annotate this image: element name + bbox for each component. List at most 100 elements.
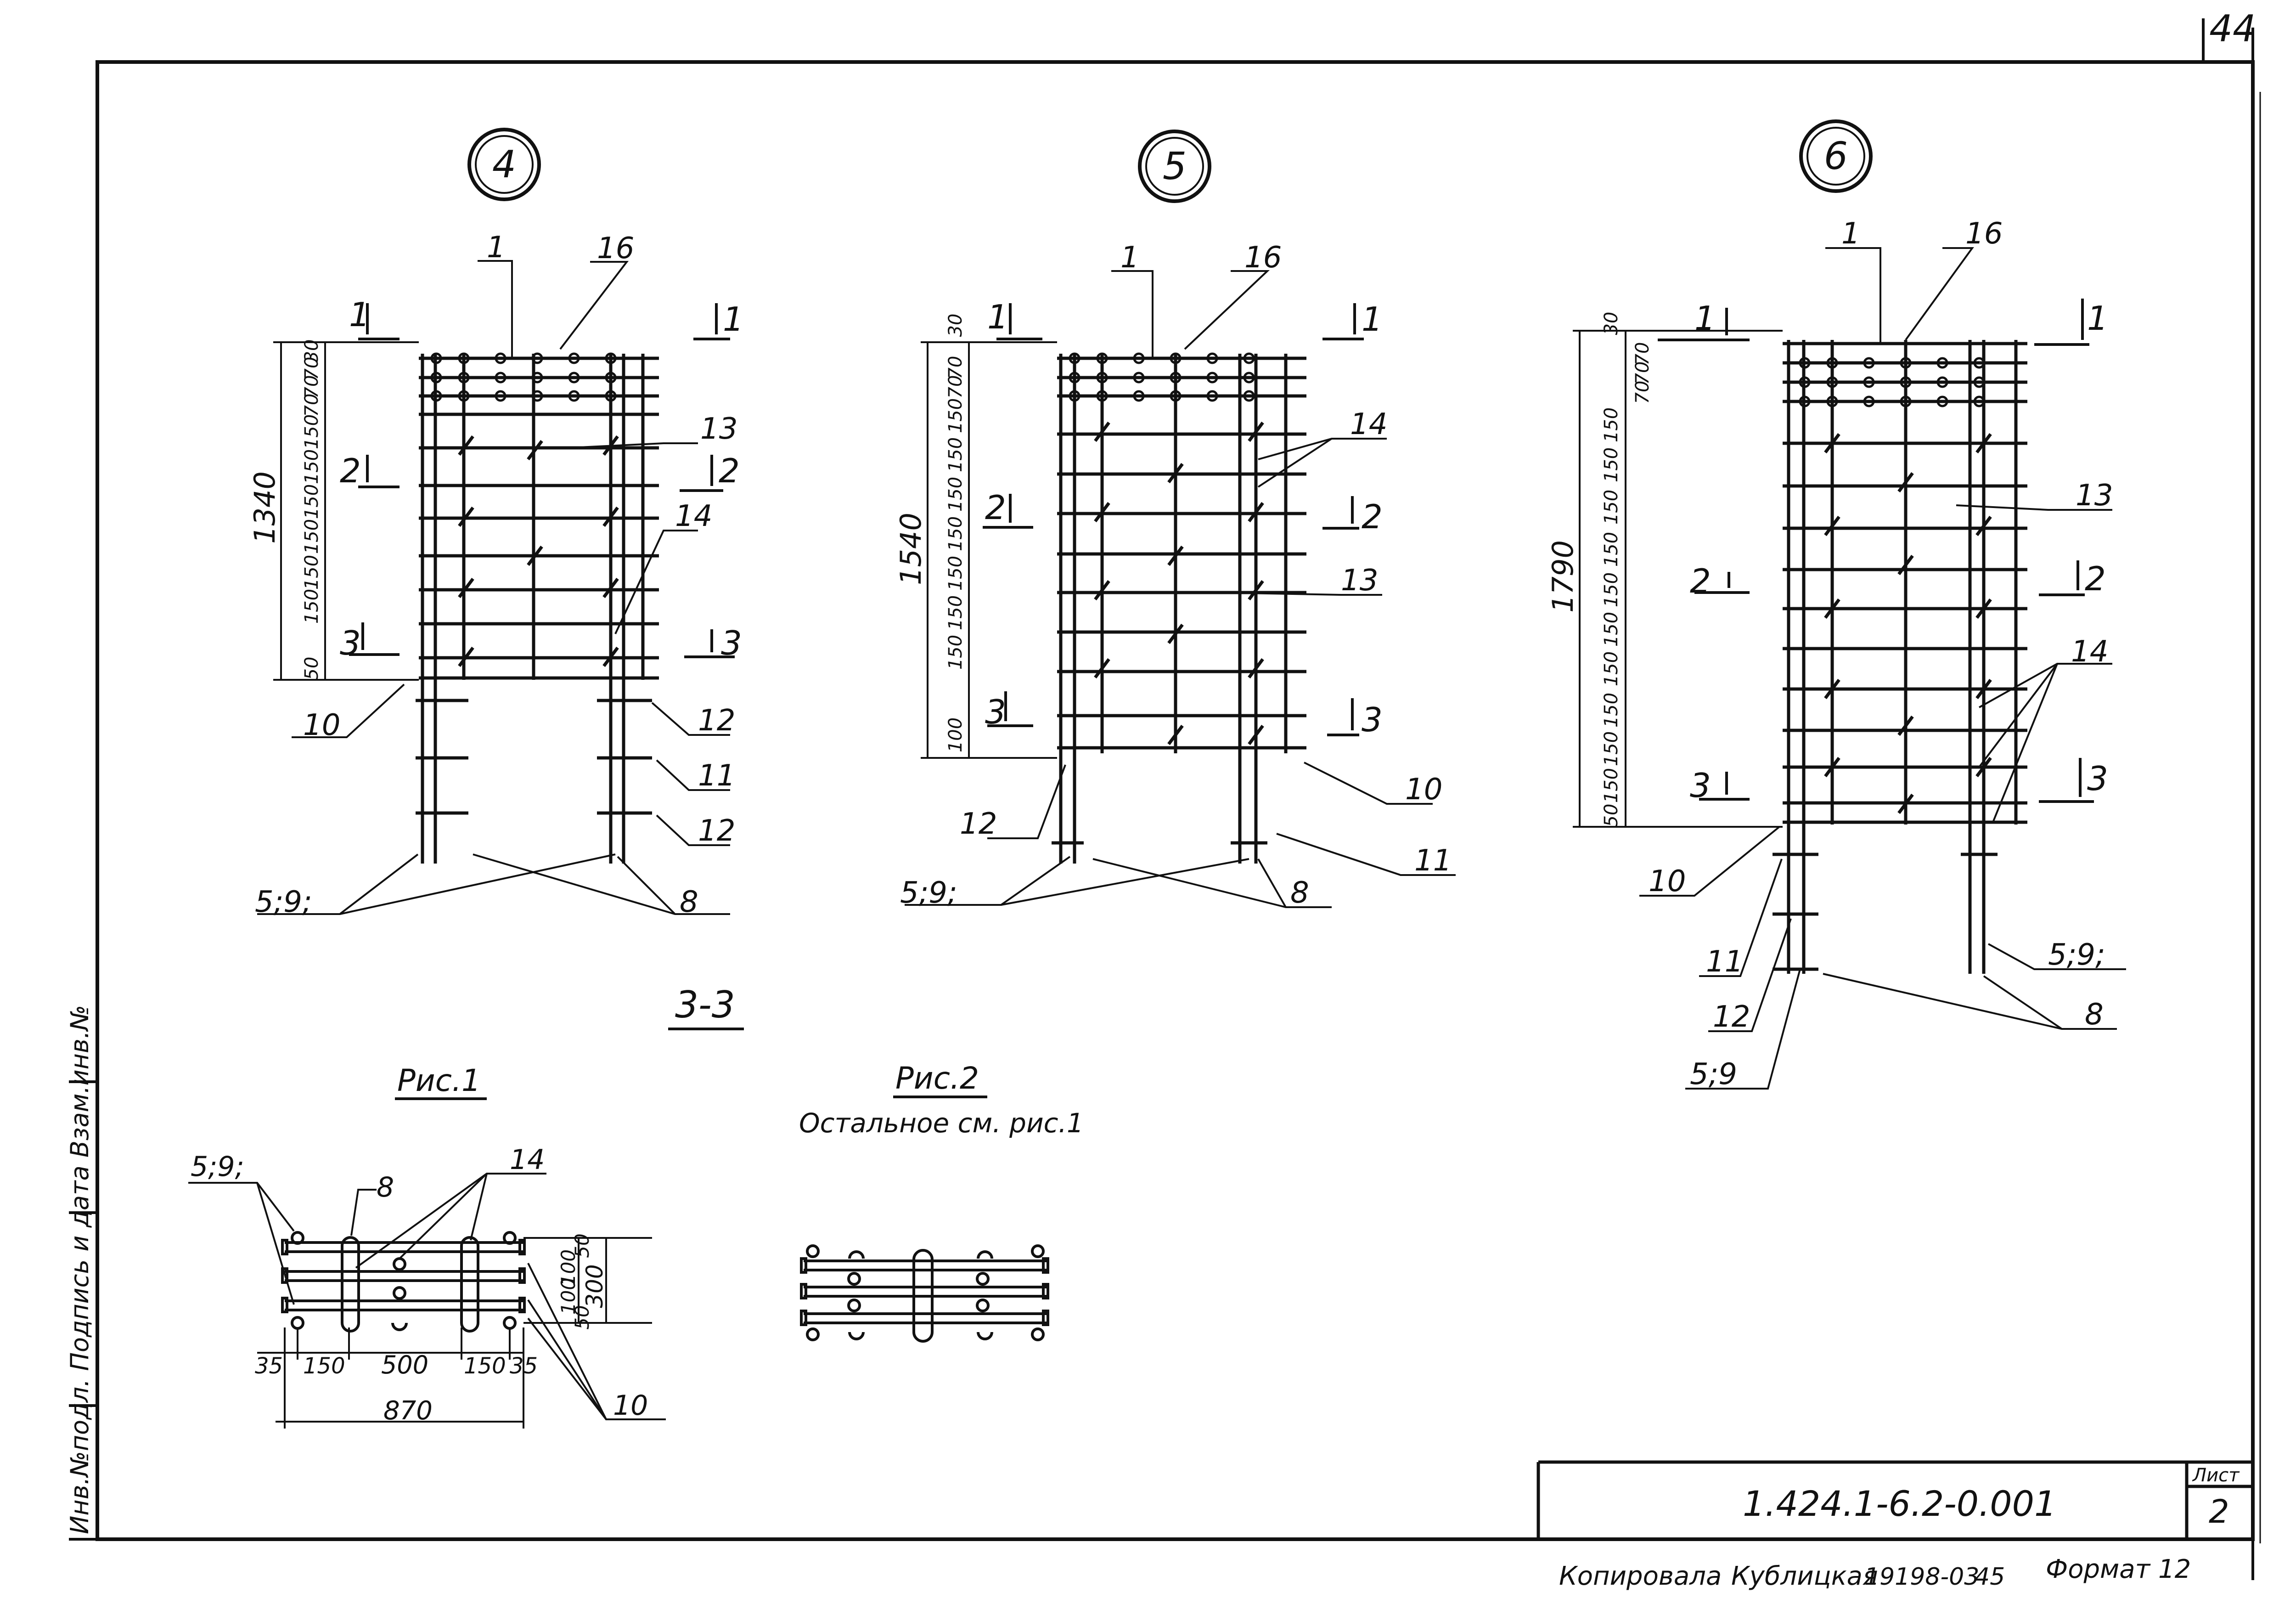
figure-1-dim-right: 100 <box>557 1249 580 1286</box>
figure-1-total-depth: 300 <box>581 1264 608 1308</box>
view-6-dim: 50 <box>1601 804 1622 827</box>
view-4-dim: 70 <box>301 357 322 380</box>
view-5-callout: 14 <box>1350 407 1387 441</box>
figure-1-callout: 10 <box>613 1389 648 1422</box>
view-5-section-2-right: 2 <box>1362 497 1383 536</box>
view-6-dim: 150 <box>1601 532 1622 567</box>
view-6-marker <box>1799 119 1873 193</box>
view-6-dim: 150 <box>1601 651 1622 686</box>
view-6-dim: 70 <box>1632 361 1653 385</box>
figure-1-dim-bottom: 500 <box>381 1350 428 1379</box>
sheet-label: Лист <box>2192 1465 2240 1486</box>
view-5-total-height: 1540 <box>894 513 928 585</box>
figure-1: Рис.1 <box>188 1063 666 1429</box>
view-5-dim: 100 <box>945 717 966 752</box>
view-4-dimension-chain <box>273 341 419 681</box>
view-4-dim: 150 <box>301 414 322 449</box>
view-5-dim: 150 <box>945 477 966 512</box>
view-6-dim: 150 <box>1601 572 1622 607</box>
view-5-callout: 11 <box>1414 844 1452 878</box>
document-code: 1.424.1-6.2-0.001 <box>1743 1483 2056 1524</box>
view-4-section-1-left: 1 <box>349 295 370 334</box>
view-4-section-1-right: 1 <box>723 300 744 339</box>
view-4-callout: 14 <box>675 499 712 533</box>
view-5-section-marks <box>983 303 1364 736</box>
view-6-dim: 70 <box>1632 342 1653 366</box>
view-6: 6 <box>1546 119 2126 1091</box>
view-4-cage <box>416 354 659 864</box>
figure-2: Рис.2 Остальное см. рис.1 <box>799 1061 1084 1343</box>
view-6-callout: 5;9; <box>2048 938 2105 972</box>
side-strip: Инв.№подл. Подпись и дата Взам.инв.№ <box>65 1005 99 1541</box>
footer-name: Кублицкая <box>1731 1561 1878 1591</box>
view-5-dim: 150 <box>945 398 966 433</box>
view-5-dim: 150 <box>945 437 966 472</box>
figure-1-dim-bottom: 150 <box>303 1353 345 1379</box>
view-4-dim: 150 <box>301 449 322 484</box>
view-6-callout: 5;9 <box>1690 1057 1737 1091</box>
figure-1-dim-bottom: 35 <box>510 1353 538 1379</box>
view-4-leaders <box>257 260 730 915</box>
view-6-callout: 12 <box>1713 1000 1750 1034</box>
view-6-section-3-left: 3 <box>1690 766 1711 805</box>
view-5-leaders <box>905 270 1456 908</box>
view-4-callout: 5;9; <box>255 885 312 919</box>
footer-copy-no: 45 <box>1975 1563 2005 1591</box>
view-5-section-1-left: 1 <box>987 298 1008 336</box>
view-5-callout: 1 <box>1120 241 1139 275</box>
sheet-number: 2 <box>2209 1493 2229 1531</box>
view-6-number: 6 <box>1824 135 1848 178</box>
view-4-callout: 11 <box>698 759 735 793</box>
view-5-number: 5 <box>1163 145 1187 188</box>
view-6-callout: 13 <box>2076 479 2113 513</box>
view-6-dim: 150 <box>1601 407 1622 442</box>
footer-order: 19198-03 <box>1864 1563 1979 1591</box>
view-5-callout: 12 <box>960 807 997 841</box>
view-4-callout: 12 <box>698 814 735 848</box>
view-6-section-1-right: 1 <box>2087 299 2108 338</box>
view-5-bar-dots <box>1069 352 1255 402</box>
view-5-marker <box>1138 130 1211 203</box>
view-4-bar-dots <box>430 352 617 402</box>
view-4-section-3-right: 3 <box>721 624 742 662</box>
view-5-dim: 150 <box>945 595 966 630</box>
page-number: 44 <box>2209 7 2256 50</box>
view-6-callout: 10 <box>1649 864 1686 898</box>
view-5-dim: 150 <box>945 516 966 551</box>
view-5-dim: 30 <box>945 314 966 337</box>
section-3-3-title: 3-3 <box>675 983 735 1026</box>
view-4-dim: 70 <box>301 394 322 417</box>
figure-2-note: Остальное см. рис.1 <box>799 1107 1084 1139</box>
view-6-dim: 30 <box>1601 312 1622 335</box>
view-5-callout: 8 <box>1290 876 1309 910</box>
figure-1-total-width: 870 <box>383 1396 433 1426</box>
footer-copied-by: Копировала <box>1559 1561 1722 1591</box>
view-5-callout: 16 <box>1244 241 1282 275</box>
view-5-section-1-right: 1 <box>1362 300 1383 339</box>
view-4-dim: 70 <box>301 375 322 399</box>
view-6-callout: 8 <box>2085 998 2104 1032</box>
view-4-total-height: 1340 <box>248 471 281 544</box>
figure-1-callout: 5;9; <box>191 1151 244 1183</box>
view-5: 5 <box>894 130 1456 910</box>
view-4-callout: 16 <box>597 232 634 265</box>
view-6-section-2-left: 2 <box>1690 562 1711 600</box>
view-6-dim: 70 <box>1632 381 1653 404</box>
view-5-section-2-left: 2 <box>985 488 1006 527</box>
view-5-section-3-right: 3 <box>1362 700 1383 739</box>
view-5-dimension-chain <box>921 341 1057 759</box>
view-6-dim: 150 <box>1601 490 1622 525</box>
view-6-dim: 150 <box>1601 731 1622 766</box>
view-6-section-3-right: 3 <box>2087 759 2108 798</box>
view-6-section-2-right: 2 <box>2085 559 2106 598</box>
view-5-callout: 5;9; <box>900 876 957 910</box>
view-5-dim: 70 <box>945 375 966 399</box>
side-strip-label: Инв.№подл. Подпись и дата Взам.инв.№ <box>65 1005 94 1534</box>
view-6-bar-dots <box>1799 357 1985 407</box>
figure-2-title: Рис.2 <box>895 1061 979 1096</box>
view-5-dim: 150 <box>945 635 966 670</box>
view-5-callout: 13 <box>1341 564 1378 598</box>
figure-1-title: Рис.1 <box>397 1063 481 1098</box>
figure-1-callout: 14 <box>510 1144 545 1176</box>
